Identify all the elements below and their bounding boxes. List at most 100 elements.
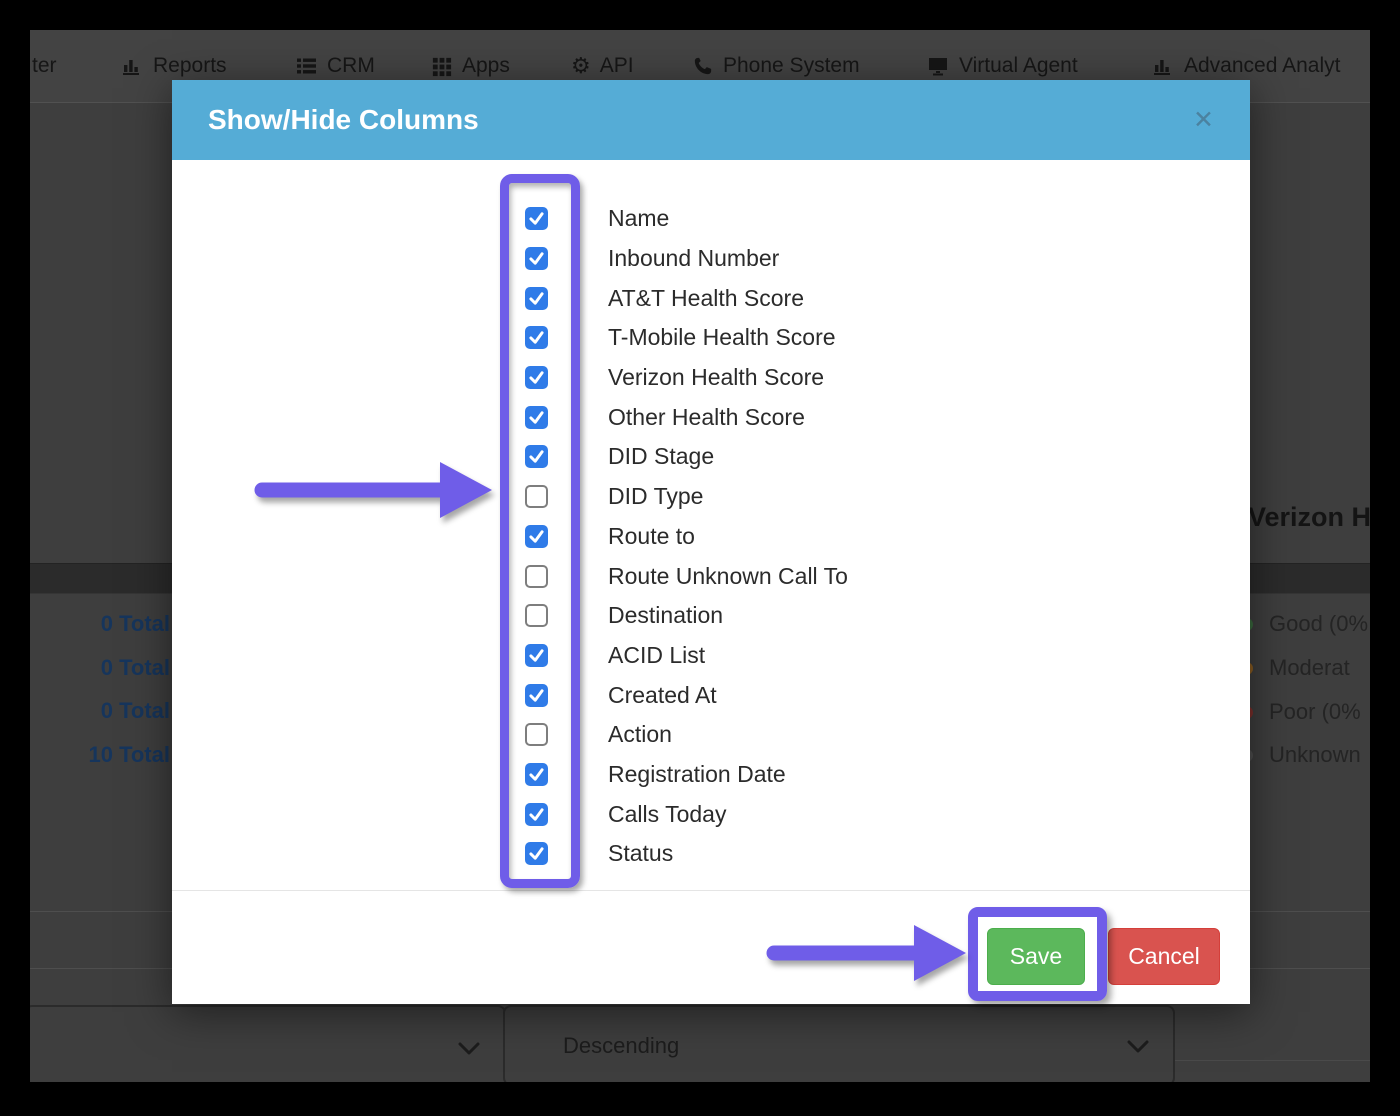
column-row: Calls Today xyxy=(525,794,848,834)
total-link[interactable]: 0 Total xyxy=(100,698,170,723)
total-link[interactable]: 0 Total xyxy=(100,655,170,680)
panel-heading: Verizon H xyxy=(1248,502,1370,532)
legend-item: Moderat xyxy=(1240,655,1350,681)
legend-label: Moderat xyxy=(1269,655,1350,680)
column-row: Route Unknown Call To xyxy=(525,556,848,596)
column-row: Destination xyxy=(525,596,848,636)
chevron-down-icon xyxy=(458,1042,480,1054)
close-icon[interactable]: ✕ xyxy=(1193,105,1214,134)
column-label: Status xyxy=(608,840,674,867)
column-label: Inbound Number xyxy=(608,245,780,272)
nav-item-advanced-analyt[interactable]: Advanced Analyt xyxy=(1151,30,1340,102)
gear-icon: ⚙ xyxy=(571,53,591,78)
nav-item-ter[interactable]: ter xyxy=(32,30,57,102)
monitor-icon xyxy=(926,54,950,78)
column-row: Inbound Number xyxy=(525,239,848,279)
nav-item-label: CRM xyxy=(327,54,375,77)
column-row: DID Type xyxy=(525,477,848,517)
column-label: AT&T Health Score xyxy=(608,284,805,311)
footer-divider xyxy=(172,890,1250,891)
column-label: Name xyxy=(608,205,670,232)
checkbox-checked[interactable] xyxy=(525,762,548,786)
bar-chart-icon xyxy=(120,54,144,78)
legend-label: Poor (0% xyxy=(1269,699,1361,724)
column-label: Created At xyxy=(608,681,717,708)
nav-item-label: Virtual Agent xyxy=(959,54,1078,77)
legend-item: Poor (0% xyxy=(1240,699,1361,725)
grid-icon xyxy=(430,55,453,78)
checkbox-checked[interactable] xyxy=(525,366,548,390)
column-label: Registration Date xyxy=(608,760,786,787)
column-row: Route to xyxy=(525,517,848,557)
app-screen: ter Reports CRM Apps ⚙ API Phone System Virtual… xyxy=(30,30,1370,1082)
checkbox-unchecked[interactable] xyxy=(525,564,548,588)
checkbox-unchecked[interactable] xyxy=(525,723,548,747)
column-label: Destination xyxy=(608,602,724,629)
checkbox-checked[interactable] xyxy=(525,445,548,469)
modal-header: Show/Hide Columns ✕ xyxy=(172,80,1250,160)
bar-chart-icon xyxy=(1151,54,1175,78)
phone-icon xyxy=(691,55,714,78)
totals-column: 0 Total 0 Total 0 Total 10 Total xyxy=(30,30,172,1082)
nav-item-reports[interactable]: Reports xyxy=(120,30,227,102)
column-row: AT&T Health Score xyxy=(525,278,848,318)
legend-item: Unknown xyxy=(1240,742,1361,768)
column-label: ACID List xyxy=(608,641,706,668)
checkbox-checked[interactable] xyxy=(525,247,548,271)
checkbox-unchecked[interactable] xyxy=(525,604,548,628)
column-label: Route to xyxy=(608,522,695,549)
sort-field-dropdown[interactable] xyxy=(30,1005,506,1082)
checkbox-checked[interactable] xyxy=(525,524,548,548)
legend-label: Unknown xyxy=(1269,742,1361,767)
checkbox-checked[interactable] xyxy=(525,207,548,231)
nav-item-label: Phone System xyxy=(723,54,860,77)
nav-item-virtual-agent[interactable]: Virtual Agent xyxy=(926,30,1078,102)
checkbox-checked[interactable] xyxy=(525,683,548,707)
column-label: Other Health Score xyxy=(608,403,805,430)
total-link[interactable]: 10 Total xyxy=(88,742,170,767)
checkbox-checked[interactable] xyxy=(525,286,548,310)
column-row: T-Mobile Health Score xyxy=(525,318,848,358)
save-button[interactable]: Save xyxy=(987,928,1085,985)
column-label: Verizon Health Score xyxy=(608,364,825,391)
nav-item-api[interactable]: ⚙ API xyxy=(571,30,634,102)
column-row: Status xyxy=(525,834,848,874)
nav-item-label: Reports xyxy=(153,54,227,77)
column-row: Created At xyxy=(525,675,848,715)
arrow-to-save xyxy=(766,925,966,981)
nav-item-label: ter xyxy=(32,54,57,77)
sort-order-dropdown[interactable]: Descending xyxy=(503,1005,1175,1082)
checkbox-checked[interactable] xyxy=(525,643,548,667)
list-icon xyxy=(294,54,318,78)
checkbox-checked[interactable] xyxy=(525,842,548,866)
column-row: Action xyxy=(525,715,848,755)
checkbox-checked[interactable] xyxy=(525,802,548,826)
chevron-down-icon xyxy=(1127,1040,1149,1052)
modal-title: Show/Hide Columns xyxy=(208,104,479,135)
arrow-to-checkboxes xyxy=(254,462,492,518)
legend-label: Good (0% xyxy=(1269,611,1369,636)
column-row: Verizon Health Score xyxy=(525,358,848,398)
total-link[interactable]: 0 Total xyxy=(100,611,170,636)
nav-item-crm[interactable]: CRM xyxy=(294,30,375,102)
column-row: Name xyxy=(525,199,848,239)
nav-item-apps[interactable]: Apps xyxy=(430,30,510,102)
nav-item-label: Advanced Analyt xyxy=(1184,54,1341,77)
nav-item-phone-system[interactable]: Phone System xyxy=(691,30,860,102)
checkbox-checked[interactable] xyxy=(525,405,548,429)
column-label: Route Unknown Call To xyxy=(608,562,848,589)
cancel-button[interactable]: Cancel xyxy=(1108,928,1220,985)
sort-order-value: Descending xyxy=(563,1032,680,1058)
checkbox-unchecked[interactable] xyxy=(525,485,548,509)
column-row: DID Stage xyxy=(525,437,848,477)
column-label: Action xyxy=(608,721,672,748)
checkbox-checked[interactable] xyxy=(525,326,548,350)
nav-item-label: API xyxy=(599,54,634,77)
column-row: ACID List xyxy=(525,636,848,676)
nav-item-label: Apps xyxy=(462,54,510,77)
column-row: Other Health Score xyxy=(525,397,848,437)
column-label: Calls Today xyxy=(608,800,727,827)
